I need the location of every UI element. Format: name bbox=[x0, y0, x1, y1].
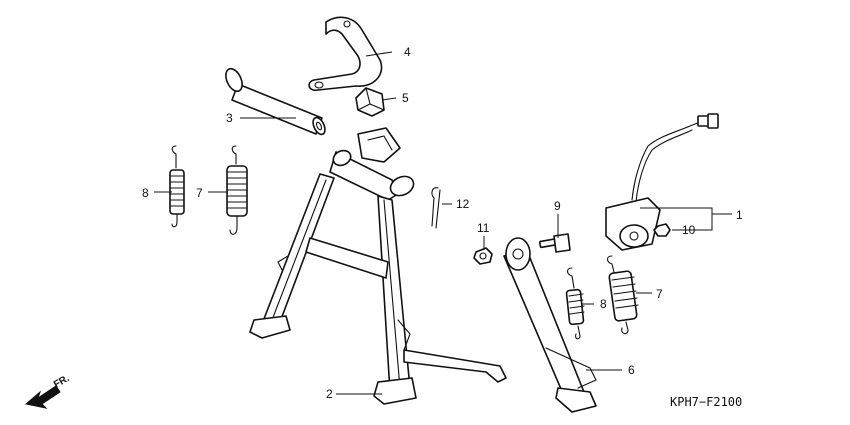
part-10-bolt bbox=[653, 223, 671, 237]
callout-3: 3 bbox=[226, 111, 233, 125]
part-9-bolt bbox=[538, 233, 571, 253]
part-5-bushing bbox=[355, 87, 385, 117]
part-2-main-stand bbox=[249, 127, 507, 405]
callout-labels: 4 5 3 8 7 12 11 9 1 10 8 7 6 2 bbox=[142, 45, 743, 401]
part-11-nut bbox=[473, 247, 493, 265]
part-8-spring-left bbox=[169, 145, 185, 228]
callout-8-left: 8 bbox=[142, 186, 149, 200]
callout-7-left: 7 bbox=[196, 186, 203, 200]
part-1-switch bbox=[605, 113, 719, 251]
part-8-spring-right bbox=[565, 267, 585, 340]
part-7-spring-left bbox=[226, 145, 248, 235]
part-4-bracket bbox=[308, 16, 383, 92]
callout-11: 11 bbox=[477, 221, 490, 235]
callout-7-right: 7 bbox=[656, 287, 663, 301]
callout-2: 2 bbox=[326, 387, 333, 401]
diagram-code: KPH7−F2100 bbox=[670, 395, 742, 409]
callout-10: 10 bbox=[682, 223, 696, 237]
callout-5: 5 bbox=[402, 91, 409, 105]
callout-12: 12 bbox=[456, 197, 470, 211]
callout-4: 4 bbox=[404, 45, 411, 59]
front-direction-indicator: FR. bbox=[24, 373, 72, 409]
direction-label: FR. bbox=[52, 373, 72, 391]
part-3-shaft bbox=[225, 67, 326, 136]
part-7-spring-right bbox=[606, 255, 639, 335]
callout-9: 9 bbox=[554, 199, 561, 213]
part-6-side-stand bbox=[503, 237, 597, 413]
leader-lines bbox=[154, 51, 732, 395]
callout-1: 1 bbox=[736, 208, 743, 222]
front-arrow-icon bbox=[24, 385, 61, 409]
part-12-cotter-pin bbox=[431, 187, 441, 229]
callout-6: 6 bbox=[628, 363, 635, 377]
callout-8-right: 8 bbox=[600, 297, 607, 311]
